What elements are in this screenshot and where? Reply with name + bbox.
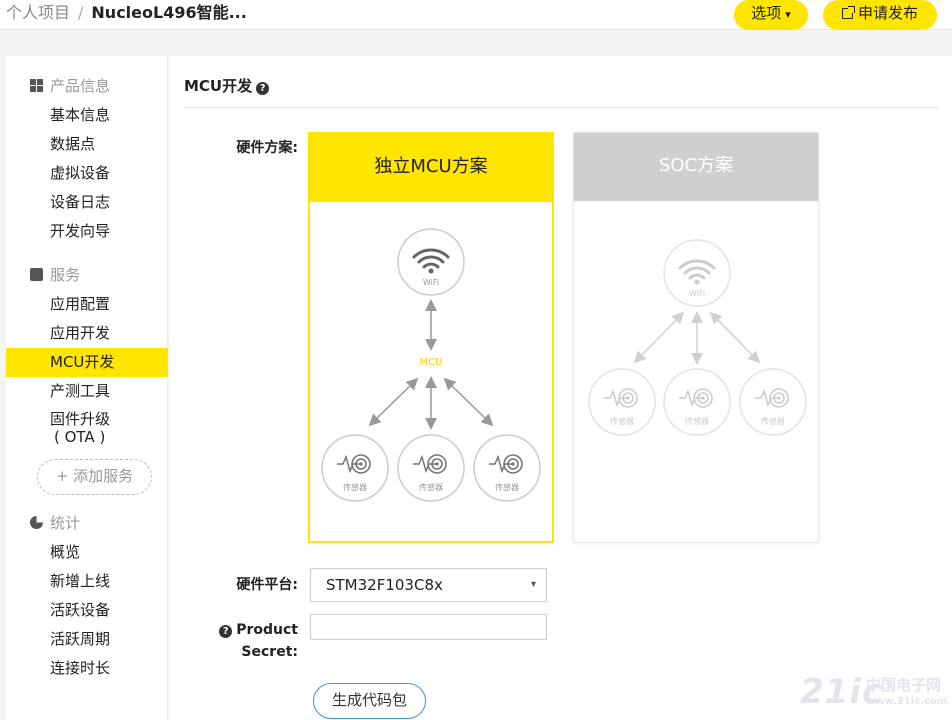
add-service-button[interactable]: + 添加服务 (37, 459, 152, 495)
mcu-scheme-card[interactable]: 独立MCU方案 WiFi MCU (308, 132, 554, 543)
sensor-icon (663, 368, 731, 436)
chevron-down-icon: ▾ (785, 8, 791, 21)
title-divider (184, 107, 938, 108)
mcu-center-label: MCU (420, 357, 443, 368)
mcu-sensor-label-1: 传感器 (343, 482, 367, 492)
watermark-logo: 21ic 中国电子网 www.21ic.com (800, 672, 948, 712)
soc-sensor-label-2: 传感器 (685, 416, 709, 426)
sidebar-item-connection-time[interactable]: 连接时长 (50, 659, 111, 677)
options-button[interactable]: 选项▾ (734, 0, 808, 30)
sidebar-item-firmware-ota[interactable]: 固件升级 ( OTA ) (50, 410, 111, 446)
sidebar-item-overview[interactable]: 概览 (50, 543, 81, 561)
mcu-sensor-label-3: 传感器 (495, 482, 519, 492)
sensor-icon (321, 434, 389, 502)
external-link-icon (841, 6, 855, 19)
sidebar-item-app-dev[interactable]: 应用开发 (50, 324, 111, 342)
soc-sensor-label-1: 传感器 (610, 416, 634, 426)
help-icon[interactable]: ? (256, 82, 270, 95)
publish-label: 申请发布 (857, 4, 918, 22)
sidebar-item-basic-info[interactable]: 基本信息 (50, 106, 111, 124)
sidebar-item-virtual-device[interactable]: 虚拟设备 (50, 164, 111, 182)
breadcrumb-current: NucleoL496智能... (91, 3, 247, 22)
generate-code-button[interactable]: 生成代码包 (313, 683, 426, 719)
top-bar: 个人项目 / NucleoL496智能... 选项▾ 申请发布 (0, 0, 952, 30)
breadcrumb: 个人项目 / NucleoL496智能... (6, 2, 247, 24)
sidebar-item-active-devices[interactable]: 活跃设备 (50, 601, 111, 619)
sensor-icon (473, 434, 541, 502)
sidebar-item-app-config[interactable]: 应用配置 (50, 295, 111, 313)
sidebar-item-mcu-dev[interactable]: MCU开发 (6, 348, 168, 377)
page-title: MCU开发? (184, 75, 270, 97)
wifi-icon (663, 239, 731, 307)
mcu-architecture-diagram: WiFi MCU 传感器 传感器 传 (321, 228, 541, 502)
help-icon[interactable]: ? (219, 625, 233, 638)
main-panel: MCU开发? 硬件方案: 独立MCU方案 WiFi MCU (170, 56, 952, 720)
soc-sensor-label-3: 传感器 (761, 416, 785, 426)
grid-icon (30, 79, 43, 92)
service-icon (30, 268, 43, 281)
sidebar-item-device-log[interactable]: 设备日志 (50, 193, 111, 211)
hardware-scheme-label: 硬件方案: (236, 140, 298, 156)
hardware-platform-select[interactable]: STM32F103C8x ▾ (310, 568, 547, 602)
soc-card-title: SOC方案 (574, 133, 818, 201)
breadcrumb-parent[interactable]: 个人项目 (6, 3, 71, 22)
sidebar-item-dev-guide[interactable]: 开发向导 (50, 222, 111, 240)
hardware-platform-label: 硬件平台: (236, 577, 298, 593)
breadcrumb-separator: / (78, 3, 84, 22)
sidebar-group-stats: 统计 (30, 513, 80, 533)
hardware-platform-value: STM32F103C8x (326, 576, 443, 594)
product-secret-input[interactable] (310, 614, 547, 640)
pie-chart-icon (30, 516, 43, 529)
sidebar-item-datapoints[interactable]: 数据点 (50, 135, 96, 153)
sensor-icon (588, 368, 656, 436)
soc-architecture-diagram: WiFi 传感器 传感器 传感器 (588, 239, 807, 436)
sidebar-group-services: 服务 (30, 265, 80, 285)
sidebar-item-production-test[interactable]: 产测工具 (50, 382, 111, 400)
mcu-sensor-label-2: 传感器 (419, 482, 443, 492)
sensor-icon (739, 368, 807, 436)
chevron-down-icon: ▾ (530, 579, 536, 590)
wifi-icon (397, 228, 465, 296)
soc-scheme-card[interactable]: SOC方案 WiFi 传感器 (573, 132, 819, 543)
sidebar-item-new-online[interactable]: 新增上线 (50, 572, 111, 590)
mcu-card-title: 独立MCU方案 (310, 134, 552, 202)
product-secret-label: ?Product Secret: (188, 619, 298, 663)
publish-button[interactable]: 申请发布 (823, 0, 937, 30)
soc-wifi-label: WiFi (689, 289, 705, 298)
sidebar: 产品信息 基本信息 数据点 虚拟设备 设备日志 开发向导 服务 应用配置 应用开… (6, 56, 168, 720)
sidebar-item-active-period[interactable]: 活跃周期 (50, 630, 111, 648)
options-label: 选项 (751, 4, 782, 22)
mcu-wifi-label: WiFi (423, 278, 439, 287)
sidebar-group-product-info: 产品信息 (30, 76, 110, 96)
sensor-icon (397, 434, 465, 502)
